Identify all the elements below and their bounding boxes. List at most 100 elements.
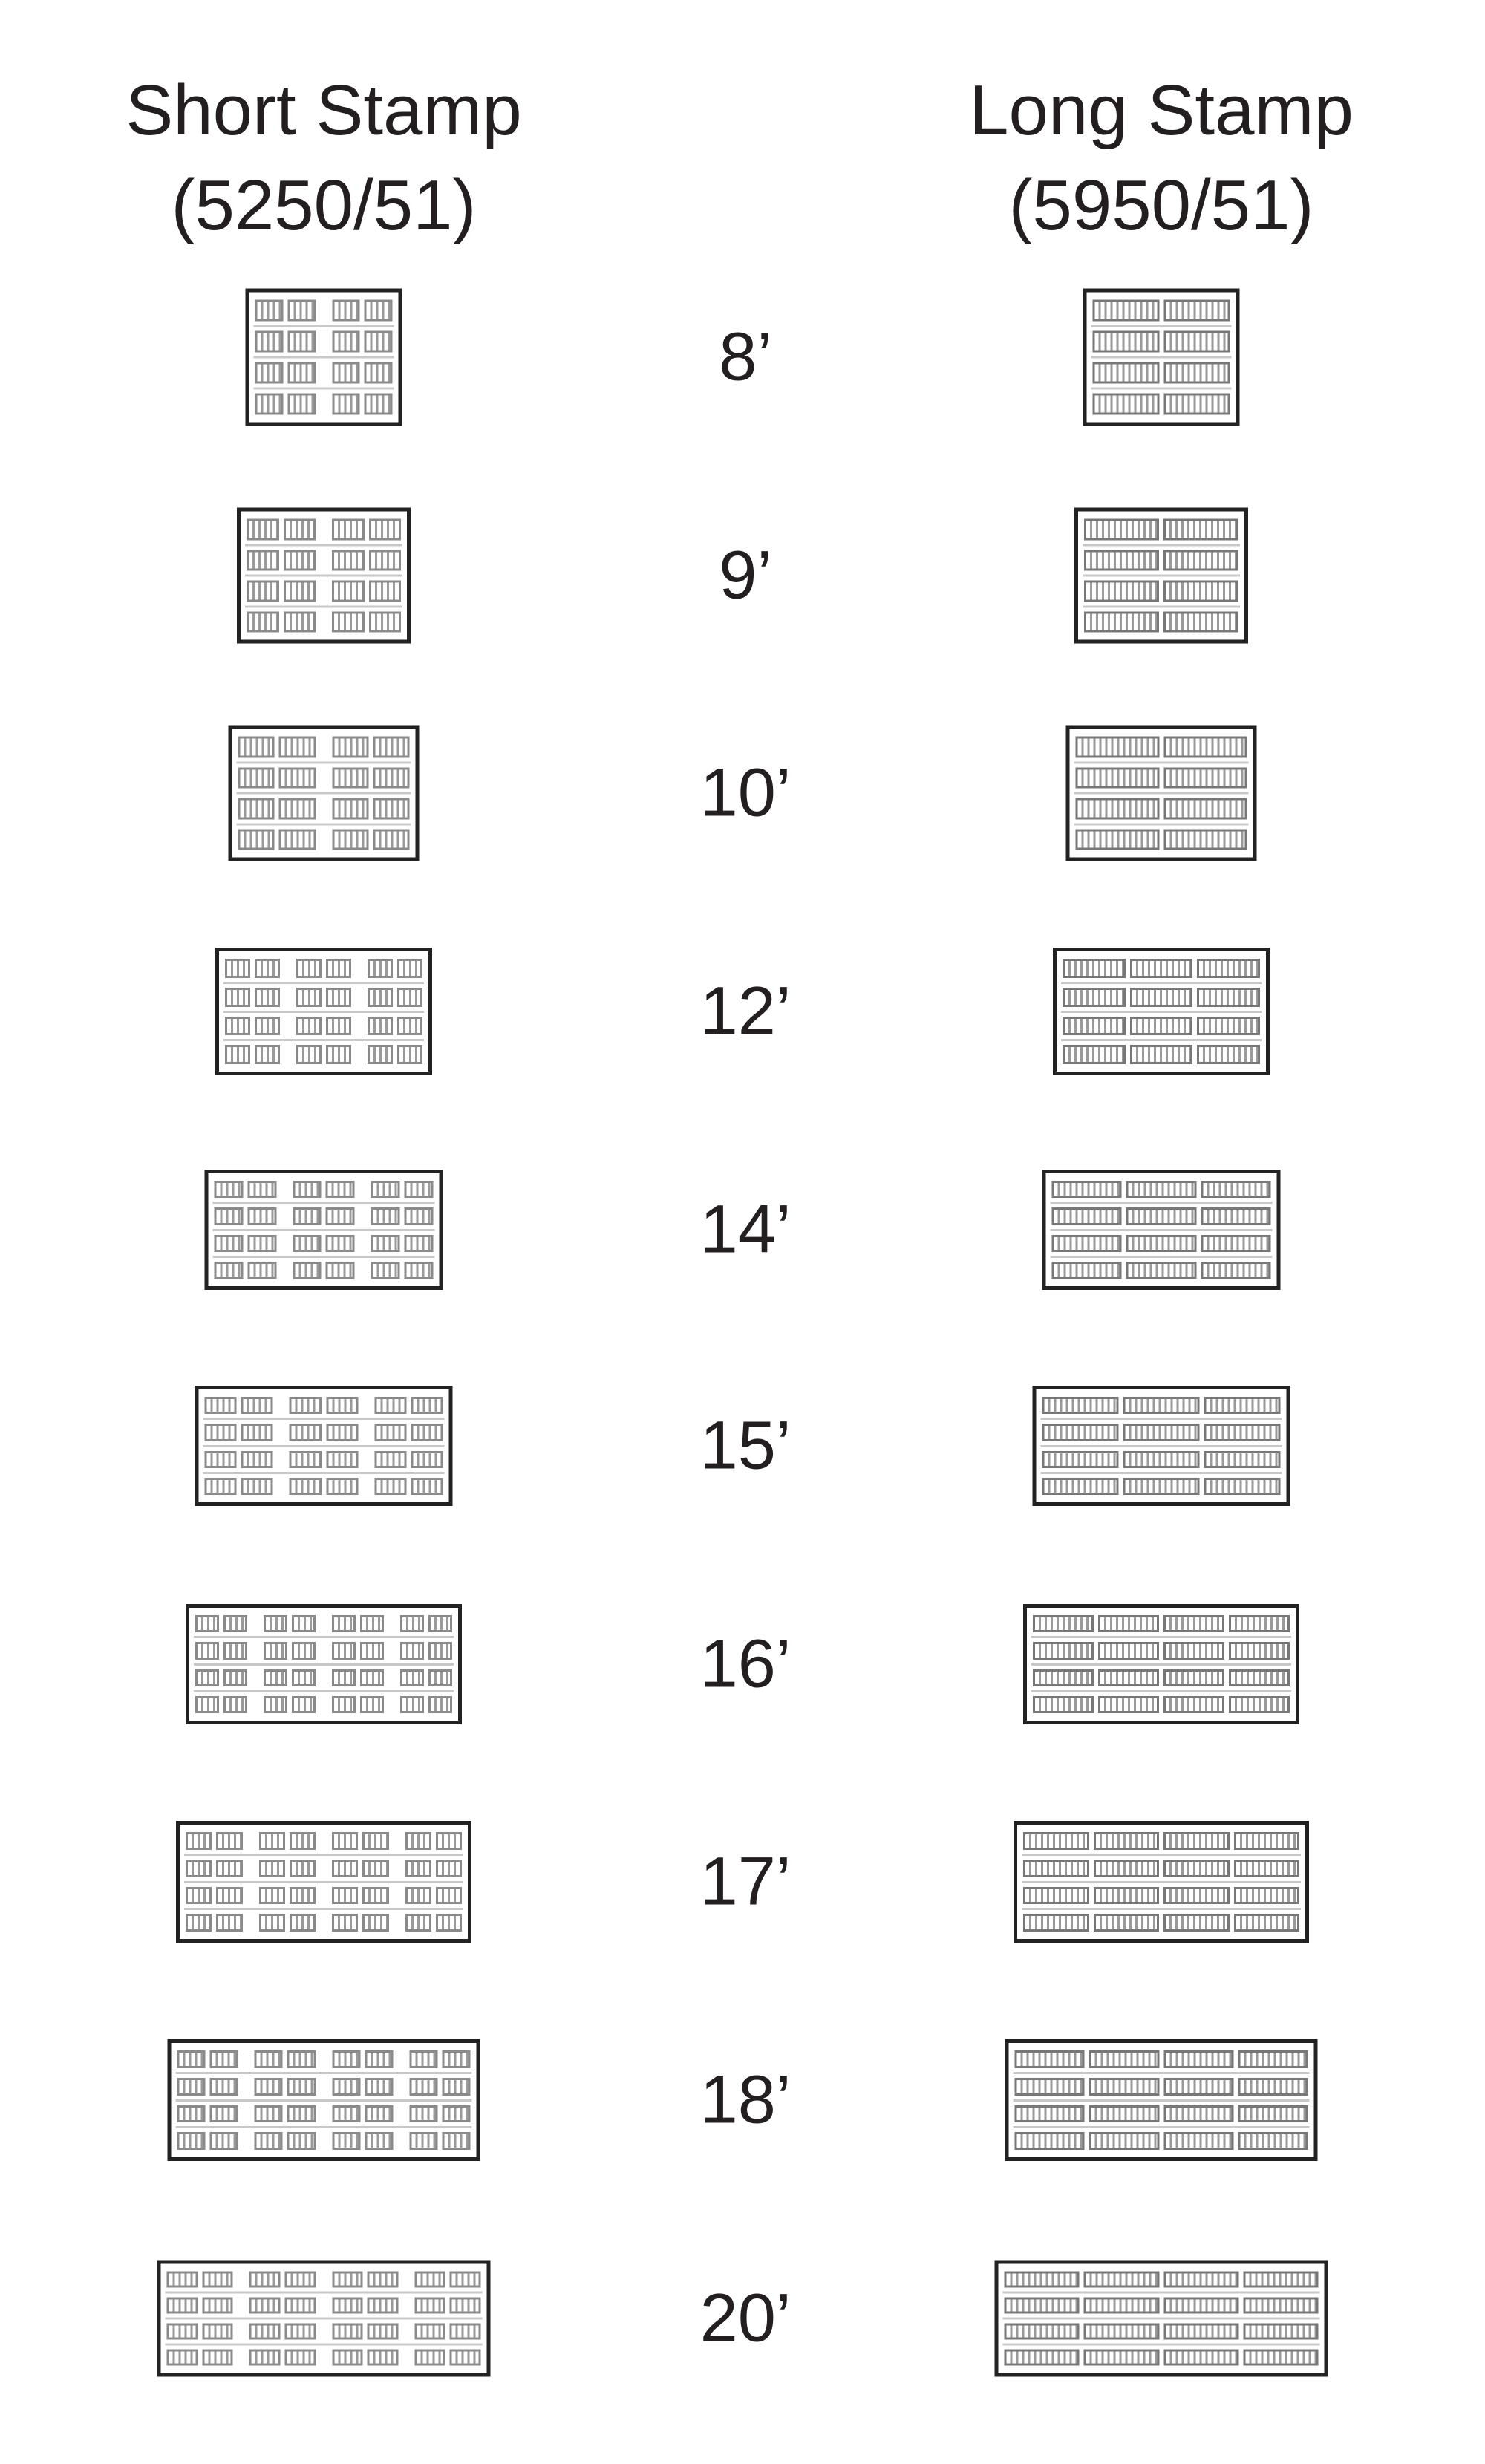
stamp-panel [400, 1615, 424, 1633]
stamp-panel [166, 2271, 198, 2288]
stamp-panel [414, 2271, 446, 2288]
stamp-panel [1033, 1642, 1094, 1660]
stamp-panel [283, 580, 316, 602]
stamp-panel [293, 1207, 322, 1225]
stamp-panel [1204, 1424, 1281, 1441]
door-width-label: 10’ [699, 754, 792, 831]
stamp-panel [1089, 2050, 1159, 2068]
stamp-panel [214, 1181, 244, 1199]
door-section [1074, 733, 1249, 763]
panel-gap [402, 2272, 410, 2288]
stamp-panel [186, 1886, 212, 1905]
door-section [1031, 1692, 1291, 1717]
stamp-panel [411, 1450, 443, 1468]
panel-gap [356, 959, 363, 978]
door-section [1061, 1041, 1262, 1068]
stamp-panel [428, 1669, 452, 1686]
stamp-panel [365, 2105, 394, 2123]
stamp-panel [325, 1181, 355, 1199]
stamp-panel [223, 1695, 247, 1713]
stamp-panel [292, 1669, 316, 1686]
stamp-panel [362, 1914, 389, 1932]
door-section [1022, 1910, 1301, 1935]
door-section [1083, 546, 1240, 577]
stamp-panel [202, 2323, 233, 2340]
stamp-panel [202, 2297, 233, 2314]
long-stamp-door-8 [1005, 2039, 1318, 2161]
short-stamp-door-5 [195, 1386, 453, 1506]
panel-gap [359, 1181, 367, 1198]
door-section [212, 1204, 435, 1231]
stamp-panel [332, 2050, 361, 2068]
stamp-panel [1163, 2050, 1234, 2068]
door-section [1061, 955, 1262, 984]
stamp-panel [287, 393, 316, 415]
stamp-panel [1163, 550, 1238, 571]
stamp-panel [247, 550, 279, 571]
stamp-panel [1163, 2105, 1234, 2123]
panel-gap [320, 1696, 327, 1713]
door-section [1074, 825, 1249, 854]
stamp-panel [1098, 1669, 1159, 1686]
stamp-panel [287, 2077, 316, 2096]
stamp-panel [1243, 2323, 1319, 2340]
stamp-panel [255, 393, 284, 415]
stamp-panel [371, 1261, 400, 1279]
panel-gap [243, 2050, 250, 2068]
stamp-panel [209, 2077, 238, 2096]
panel-gap [320, 550, 327, 571]
stamp-panel [238, 767, 275, 789]
panel-gap [402, 2298, 410, 2314]
stamp-panel [326, 987, 351, 1007]
stamp-panel [332, 1914, 359, 1932]
stamp-panel [202, 2271, 233, 2288]
stamp-panel [1243, 2297, 1319, 2314]
stamp-panel [293, 1234, 322, 1252]
stamp-panel [409, 2077, 438, 2096]
stamp-panel [367, 2297, 399, 2314]
panel-gap [320, 2078, 327, 2096]
stamp-panel [1084, 550, 1159, 571]
panel-gap [320, 2272, 327, 2288]
door-width-label: 8’ [719, 319, 772, 395]
stamp-panel [1197, 959, 1261, 978]
stamp-panel [371, 1234, 400, 1252]
stamp-panel [255, 959, 280, 978]
stamp-panel [325, 1234, 355, 1252]
door-width-label: 9’ [719, 537, 772, 613]
panel-gap [397, 2078, 405, 2096]
stamp-panel [1163, 2323, 1239, 2340]
stamp-panel [442, 2105, 471, 2123]
stamp-panel [254, 2077, 283, 2096]
stamp-panel [209, 2105, 238, 2123]
panel-gap [320, 581, 327, 602]
door-section [253, 296, 394, 327]
door-section [194, 1611, 454, 1639]
panel-gap [320, 2350, 327, 2366]
stamp-panel [1229, 1695, 1290, 1713]
door-section [165, 2320, 483, 2346]
stamp-panel [405, 1859, 431, 1877]
stamp-panel [284, 2349, 316, 2366]
door-section [203, 1447, 445, 1474]
stamp-panel [1042, 1424, 1119, 1441]
stamp-panel [1033, 1615, 1094, 1633]
stamp-panel [368, 987, 393, 1007]
panel-gap [252, 1669, 259, 1686]
stamp-panel [1229, 1615, 1290, 1633]
door-section [254, 390, 394, 419]
long-stamp-door-7 [1014, 1821, 1309, 1943]
stamp-panel [326, 1016, 351, 1036]
door-section [1050, 1204, 1273, 1231]
stamp-panel [1163, 1669, 1224, 1686]
panel-gap [284, 959, 292, 978]
stamp-panel [428, 1642, 452, 1660]
stamp-panel [1163, 299, 1230, 322]
stamp-panel [204, 1450, 237, 1468]
stamp-panel [278, 829, 316, 850]
stamp-panel [1093, 1832, 1159, 1850]
stamp-panel [1129, 1045, 1193, 1064]
stamp-panel [367, 2349, 399, 2366]
stamp-panel [1075, 736, 1159, 757]
stamp-panel [332, 1859, 359, 1877]
